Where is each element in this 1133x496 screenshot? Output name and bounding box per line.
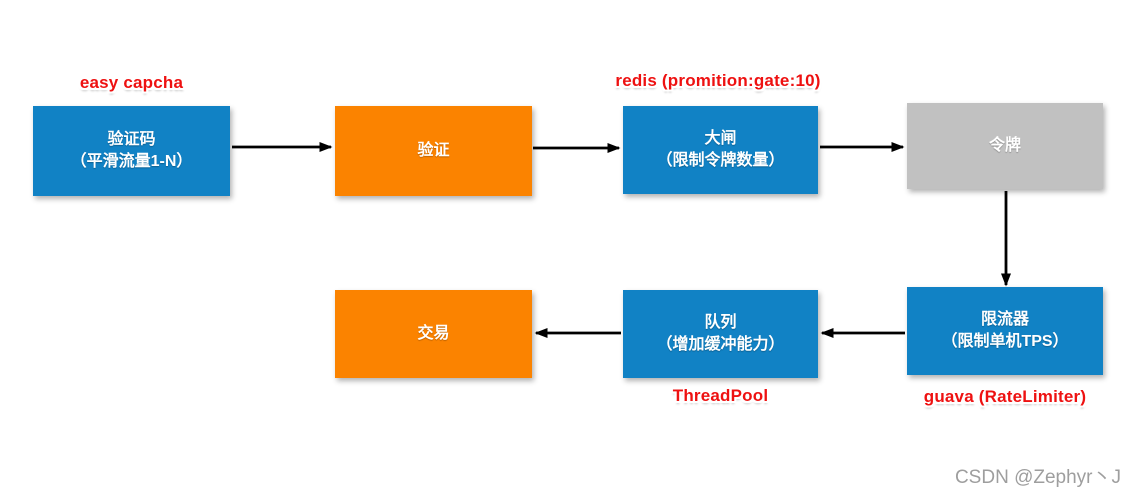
node-trade-title: 交易 [417,325,450,342]
node-limiter: 限流器 （限制单机TPS） [907,287,1103,375]
node-queue-subtitle: （增加缓冲能力） [656,336,785,353]
csdn-watermark: CSDN @Zephyr丶J [954,467,1121,488]
node-queue: 队列 （增加缓冲能力） [623,290,818,378]
annotation-easy-capcha: easy capcha [79,73,184,92]
node-limiter-subtitle: （限制单机TPS） [941,333,1069,350]
node-captcha-subtitle: （平滑流量1-N） [70,153,193,170]
node-limiter-title: 限流器 [980,311,1029,328]
node-captcha: 验证码 （平滑流量1-N） [33,106,230,196]
node-token: 令牌 [907,103,1103,189]
node-gate-subtitle: （限制令牌数量） [656,152,785,169]
node-verify-title: 验证 [417,142,450,159]
node-token-title: 令牌 [988,137,1021,154]
node-queue-title: 队列 [704,314,737,331]
annotation-redis-gate: redis (promition:gate:10) [615,71,821,90]
node-verify: 验证 [335,106,532,196]
node-gate: 大闸 （限制令牌数量） [623,106,818,194]
annotation-threadpool: ThreadPool [672,386,769,405]
node-captcha-title: 验证码 [107,131,156,148]
node-trade: 交易 [335,290,532,378]
annotation-guava-ratelimiter: guava (RateLimiter) [923,387,1087,406]
node-gate-title: 大闸 [704,130,737,147]
